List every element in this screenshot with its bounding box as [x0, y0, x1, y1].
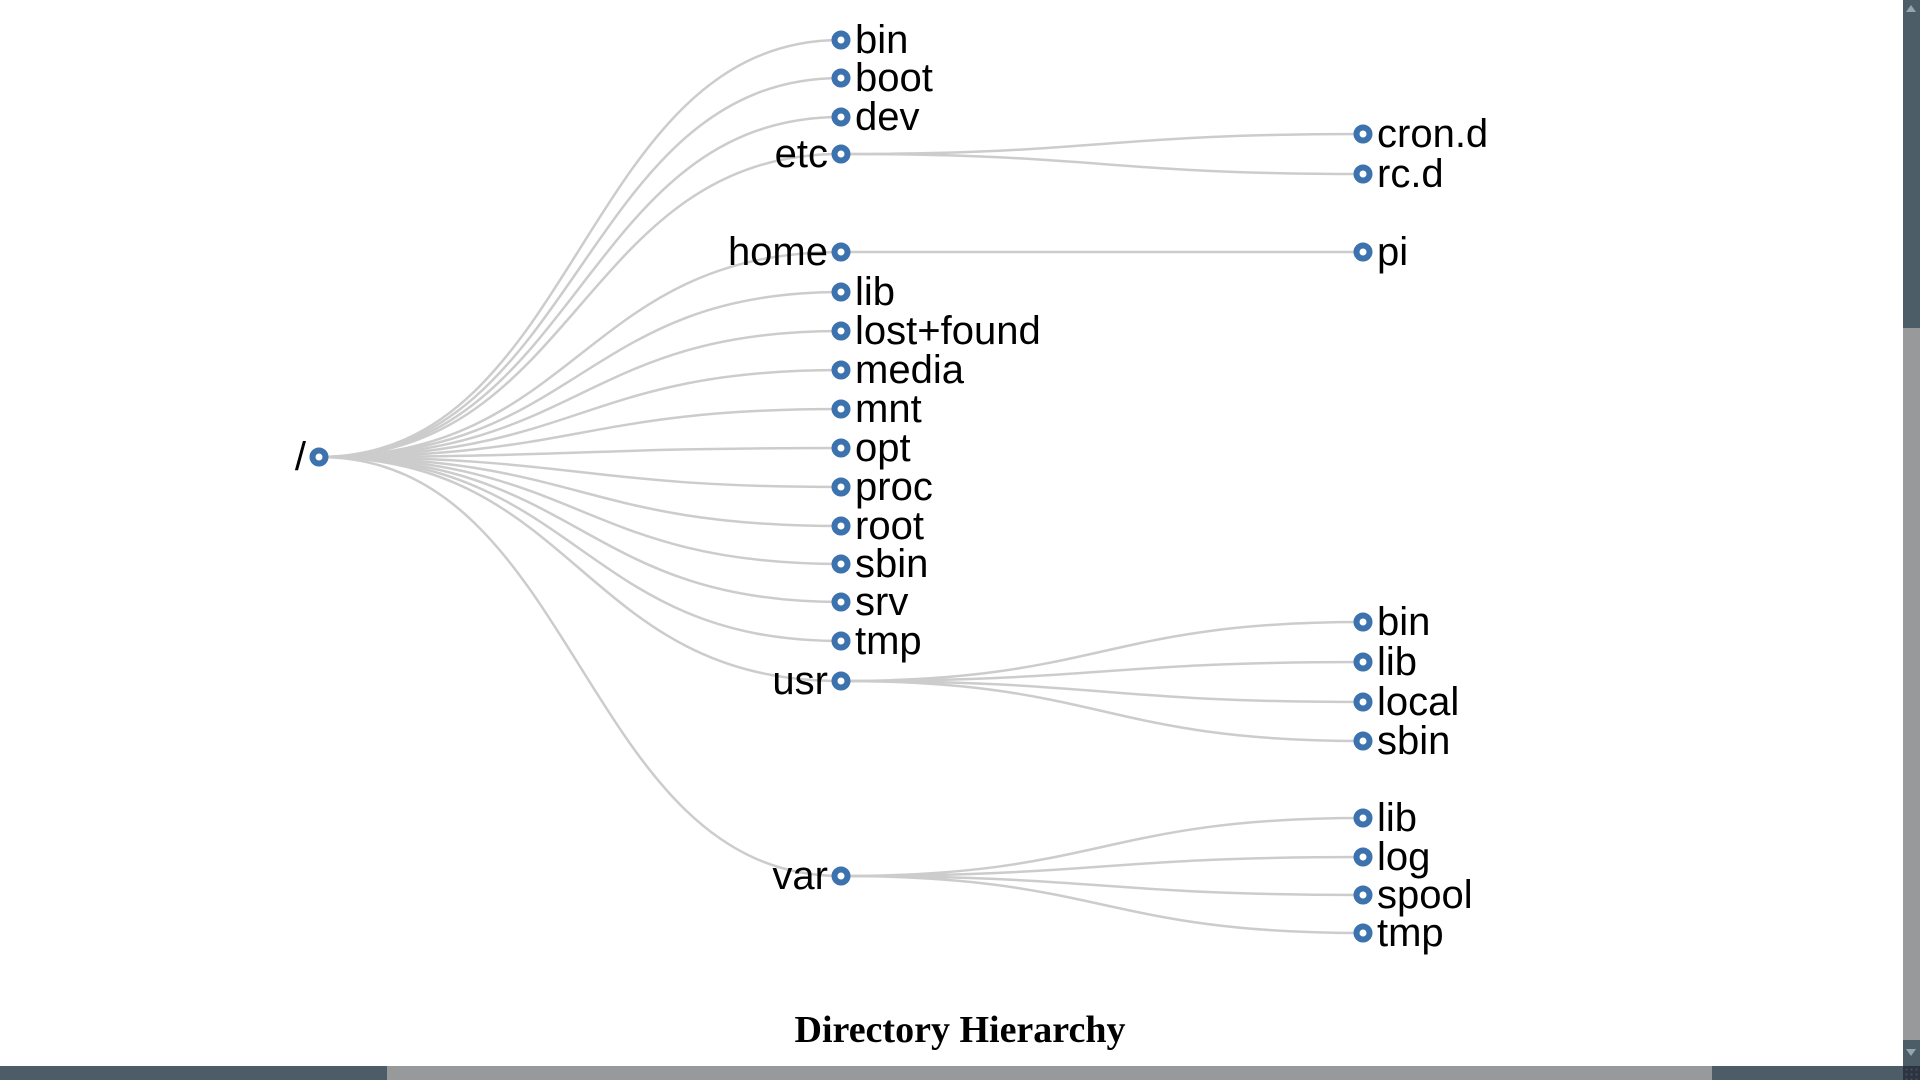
scroll-down-arrow-icon[interactable] — [1906, 1049, 1916, 1056]
vertical-scrollbar-track[interactable] — [1903, 0, 1920, 1066]
vertical-scrollbar-thumb[interactable] — [1903, 0, 1920, 328]
tree-label-/var/spool: spool — [1377, 873, 1473, 917]
tree-link-/usr/lib — [840, 660, 1364, 683]
tree-node-/dev[interactable] — [831, 107, 851, 127]
tree-node-/var/log[interactable] — [1353, 847, 1373, 867]
tree-node-/var/tmp[interactable] — [1353, 923, 1373, 943]
tree-node-/var[interactable] — [831, 866, 851, 886]
tree-node-/[interactable] — [309, 447, 329, 467]
tree-link-/usr/local — [840, 679, 1364, 704]
tree-node-/usr/sbin[interactable] — [1353, 731, 1373, 751]
tree-label-/sbin: sbin — [855, 542, 928, 586]
tree-node-/usr/local[interactable] — [1353, 692, 1373, 712]
tree-link-/etc/rc.d — [840, 152, 1364, 176]
tree-link-/var/tmp — [840, 874, 1364, 935]
scroll-up-arrow-icon[interactable] — [1906, 5, 1916, 12]
tree-link-/usr — [318, 455, 842, 683]
tree-node-/var/lib[interactable] — [1353, 808, 1373, 828]
resize-grip-icon[interactable] — [1903, 1066, 1920, 1080]
tree-node-/usr/bin[interactable] — [1353, 612, 1373, 632]
tree-label-/var/log: log — [1377, 835, 1430, 879]
tree-label-/lost+found: lost+found — [855, 309, 1041, 353]
tree-label-/usr/local: local — [1377, 680, 1459, 724]
tree-node-/lost+found[interactable] — [831, 321, 851, 341]
tree-node-/etc/rc.d[interactable] — [1353, 164, 1373, 184]
tree-link-/dev — [318, 115, 842, 459]
tree-label-/dev: dev — [855, 95, 920, 139]
tree-node-/bin[interactable] — [831, 30, 851, 50]
tree-label-/usr: usr — [772, 659, 828, 703]
tree-node-/etc[interactable] — [831, 144, 851, 164]
tree-link-/etc — [318, 152, 842, 459]
tree-link-/proc — [318, 455, 842, 489]
tree-link-/var/lib — [840, 816, 1364, 878]
tree-link-/root — [318, 455, 842, 528]
tree-label-/etc: etc — [775, 132, 828, 176]
tree-link-/lost+found — [318, 329, 842, 459]
tree-node-/usr[interactable] — [831, 671, 851, 691]
tree-node-/etc/cron.d[interactable] — [1353, 124, 1373, 144]
tree-link-/var/spool — [840, 874, 1364, 897]
tree-node-/var/spool[interactable] — [1353, 885, 1373, 905]
tree-node-/srv[interactable] — [831, 592, 851, 612]
horizontal-scrollbar-right-segment[interactable] — [1712, 1066, 1903, 1080]
tree-link-/var/log — [840, 855, 1364, 878]
horizontal-scrollbar-track[interactable] — [0, 1066, 1903, 1080]
tree-label-/var/lib: lib — [1377, 796, 1417, 840]
tree-label-/proc: proc — [855, 465, 933, 509]
tree-label-/var/tmp: tmp — [1377, 911, 1444, 955]
tree-label-/usr/lib: lib — [1377, 640, 1417, 684]
tree-label-/tmp: tmp — [855, 619, 922, 663]
diagram-title: Directory Hierarchy — [794, 1009, 1126, 1051]
tree-node-/lib[interactable] — [831, 282, 851, 302]
tree-label-/root: root — [855, 504, 924, 548]
tree-link-/mnt — [318, 407, 842, 459]
directory-tree-diagram: /binbootdevetchomeliblost+foundmediamnto… — [295, 18, 1488, 955]
tree-link-/etc/cron.d — [840, 132, 1364, 156]
tree-node-/tmp[interactable] — [831, 631, 851, 651]
scroll-down-button[interactable] — [1903, 1040, 1920, 1066]
tree-label-/etc/cron.d: cron.d — [1377, 112, 1488, 156]
tree-link-/sbin — [318, 455, 842, 566]
tree-link-/var — [318, 455, 842, 878]
tree-link-/boot — [318, 76, 842, 459]
tree-label-/lib: lib — [855, 270, 895, 314]
tree-link-/usr/bin — [840, 620, 1364, 683]
tree-label-/: / — [295, 435, 307, 479]
tree-node-/sbin[interactable] — [831, 554, 851, 574]
tree-node-/usr/lib[interactable] — [1353, 652, 1373, 672]
tree-label-/home: home — [728, 230, 828, 274]
tree-label-/usr/bin: bin — [1377, 600, 1430, 644]
tree-label-/mnt: mnt — [855, 387, 922, 431]
tree-label-/bin: bin — [855, 18, 908, 62]
tree-node-/media[interactable] — [831, 360, 851, 380]
tree-link-/bin — [318, 38, 842, 459]
tree-node-/opt[interactable] — [831, 438, 851, 458]
tree-label-/srv: srv — [855, 580, 908, 624]
tree-link-/srv — [318, 455, 842, 604]
tree-label-/opt: opt — [855, 426, 911, 470]
tree-node-/boot[interactable] — [831, 68, 851, 88]
tree-link-/lib — [318, 290, 842, 459]
tree-label-/boot: boot — [855, 56, 933, 100]
tree-label-/etc/rc.d: rc.d — [1377, 152, 1444, 196]
tree-link-/usr/sbin — [840, 679, 1364, 743]
tree-node-/home[interactable] — [831, 242, 851, 262]
tree-node-/proc[interactable] — [831, 477, 851, 497]
tree-link-/media — [318, 368, 842, 459]
tree-link-/opt — [318, 446, 842, 459]
tree-label-/media: media — [855, 348, 965, 392]
tree-node-/root[interactable] — [831, 516, 851, 536]
tree-label-/var: var — [772, 854, 828, 898]
tree-node-/mnt[interactable] — [831, 399, 851, 419]
tree-label-/home/pi: pi — [1377, 230, 1408, 274]
tree-link-/tmp — [318, 455, 842, 643]
tree-label-/usr/sbin: sbin — [1377, 719, 1450, 763]
tree-node-/home/pi[interactable] — [1353, 242, 1373, 262]
horizontal-scrollbar-thumb[interactable] — [0, 1066, 387, 1080]
tree-link-/home — [318, 250, 842, 459]
